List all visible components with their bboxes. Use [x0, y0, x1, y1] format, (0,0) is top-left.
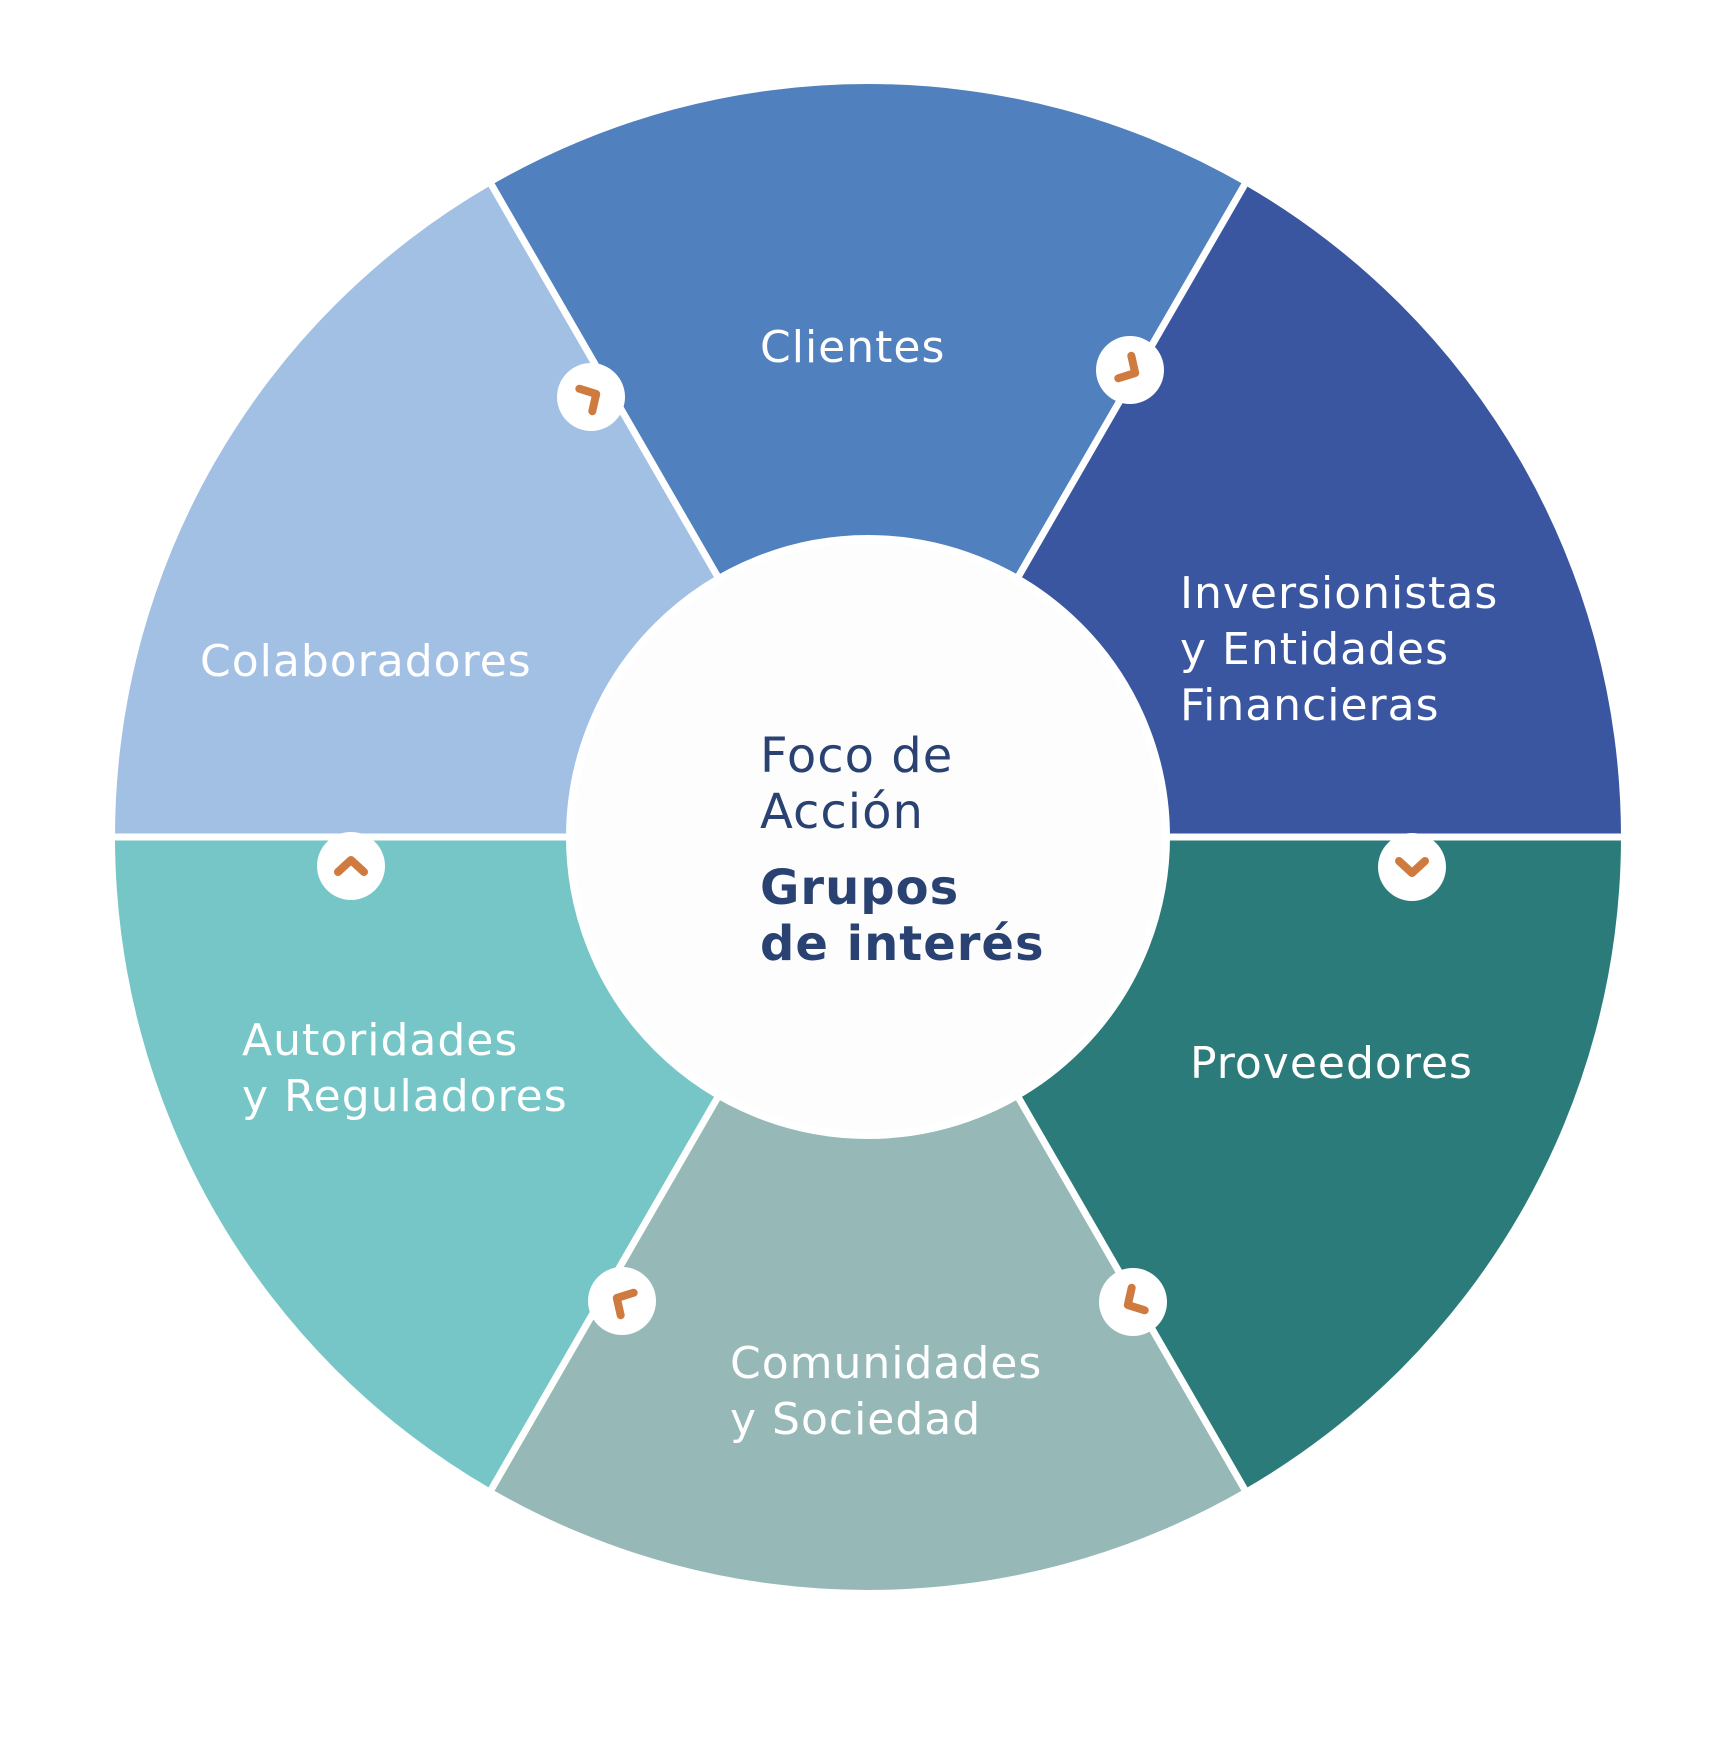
center-title-line: Acción: [760, 784, 924, 840]
segment-inversionistas: [1017, 184, 1622, 837]
center-subtitle: Grupos de interés: [760, 860, 1045, 972]
center-subtitle-line: de interés: [760, 916, 1045, 972]
label-autoridades: Autoridades y Reguladores: [242, 1015, 568, 1122]
label-inversionistas: Inversionistas y Entidades Financieras: [1180, 568, 1513, 731]
segment-clientes: [491, 83, 1245, 579]
label-proveedores: Proveedores: [1190, 1038, 1473, 1089]
label-line: Comunidades: [730, 1338, 1042, 1389]
label-line: Autoridades: [242, 1015, 518, 1066]
chevron-arrow-icon: [1099, 1268, 1167, 1336]
label-line: Proveedores: [1190, 1038, 1473, 1089]
chevron-arrow-icon: [1378, 833, 1446, 901]
chevron-arrow-icon: [557, 363, 625, 431]
connector-badges: [317, 336, 1446, 1336]
label-line: y Reguladores: [242, 1071, 568, 1122]
label-line: y Entidades: [1180, 624, 1449, 675]
center-circle: [566, 535, 1170, 1139]
label-line: Colaboradores: [200, 636, 532, 687]
segment-proveedores: [1017, 837, 1621, 1490]
chevron-arrow-icon: [317, 832, 385, 900]
chevron-arrow-icon: [1096, 336, 1164, 404]
segment-colaboradores: [115, 184, 719, 837]
label-line: y Sociedad: [730, 1394, 981, 1445]
segment-comunidades: [491, 1095, 1245, 1590]
label-colaboradores: Colaboradores: [200, 636, 532, 687]
wheel-segments: [115, 83, 1622, 1590]
center-title: Foco de Acción: [760, 728, 970, 840]
label-comunidades: Comunidades y Sociedad: [730, 1338, 1057, 1445]
label-line: Financieras: [1180, 680, 1440, 731]
label-line: Clientes: [760, 322, 945, 373]
label-clientes: Clientes: [760, 322, 945, 373]
chevron-arrow-icon: [588, 1267, 656, 1335]
segment-autoridades: [115, 837, 719, 1490]
center-subtitle-line: Grupos: [760, 860, 959, 916]
center-title-line: Foco de: [760, 728, 953, 784]
label-line: Inversionistas: [1180, 568, 1498, 619]
